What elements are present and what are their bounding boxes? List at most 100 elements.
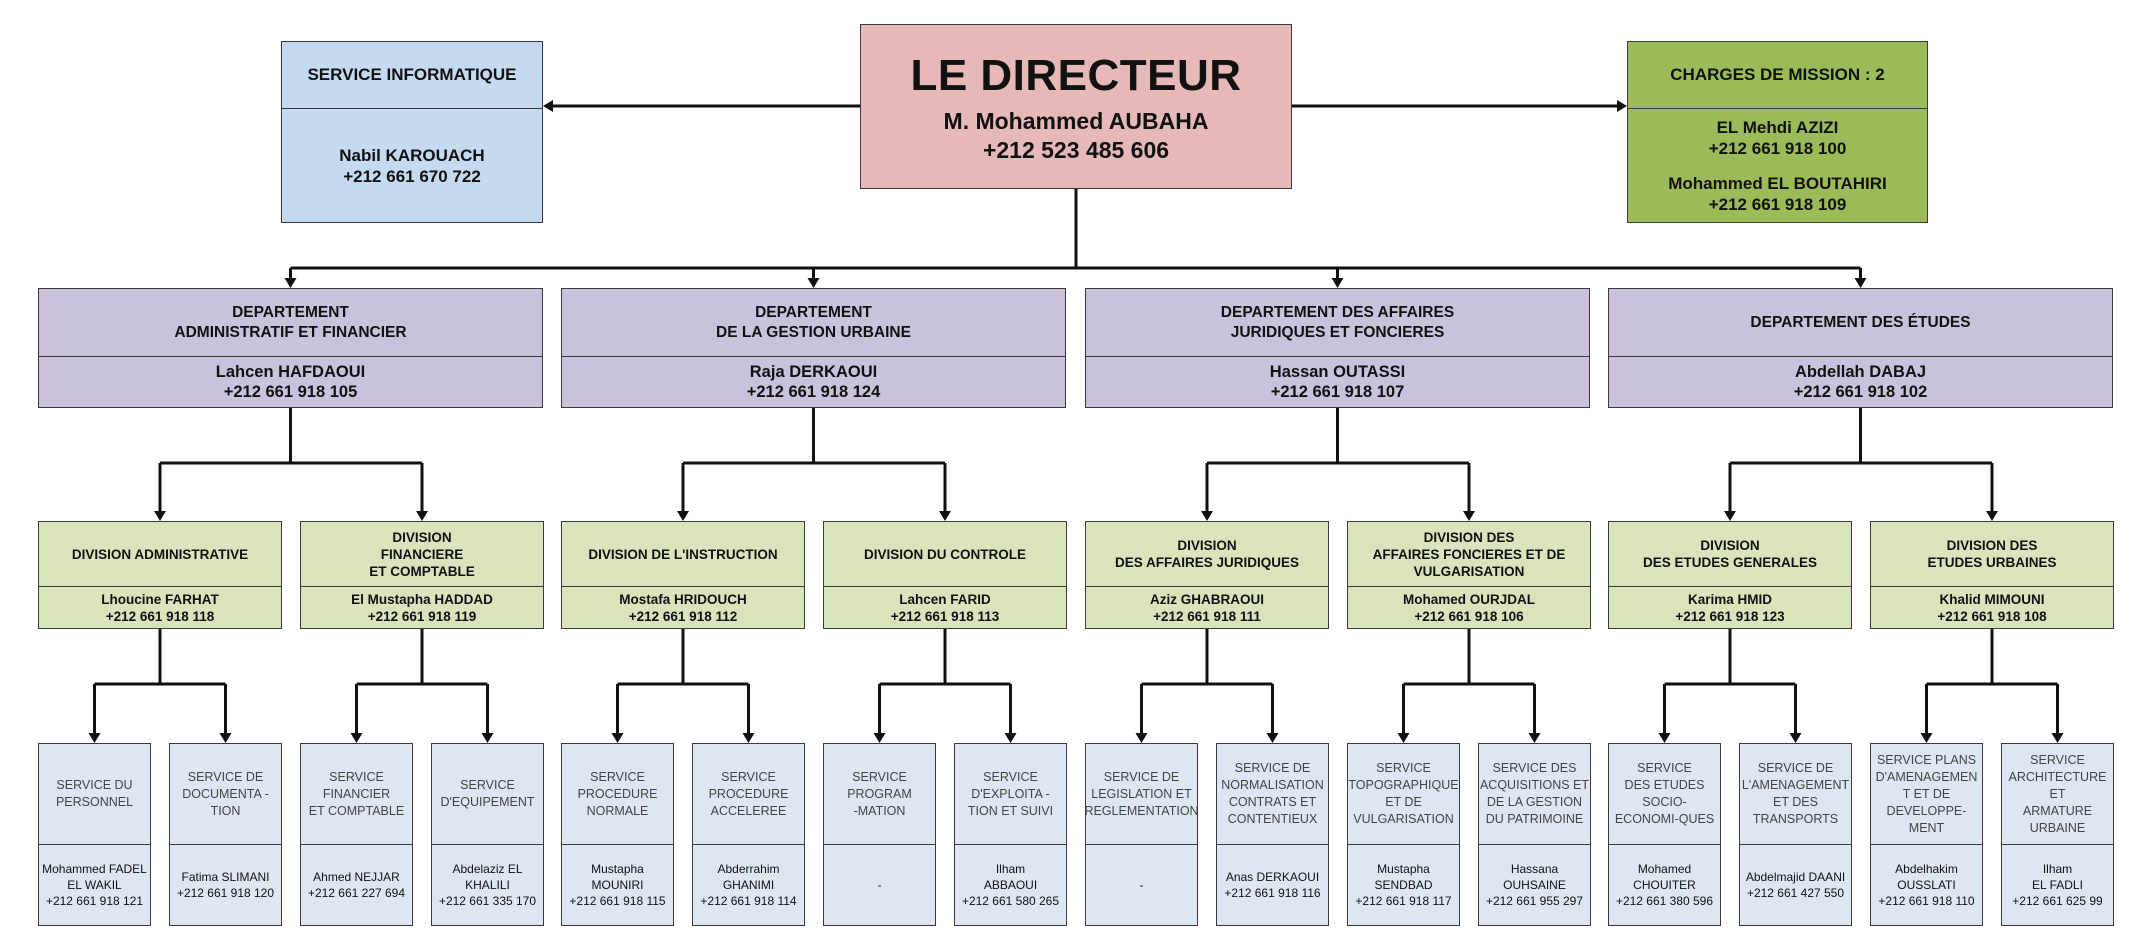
service-head-line: +212 661 380 596	[1615, 894, 1714, 908]
service-head-line: Mohammed FADEL	[42, 862, 147, 876]
service-title: ET DE	[1385, 795, 1422, 809]
missions-box: CHARGES DE MISSION : 2 EL Mehdi AZIZI +2…	[1627, 41, 1928, 223]
division-head-phone: +212 661 918 111	[1153, 608, 1261, 624]
mission-person-phone: +212 661 918 100	[1708, 138, 1847, 158]
division-title: DIVISION DES	[1946, 538, 2038, 553]
department-head-name: Raja DERKAOUI	[749, 363, 878, 381]
service-title: REGLEMENTATION	[1084, 803, 1199, 818]
service-head: Ahmed NEJJAR+212 661 227 694	[301, 844, 412, 925]
arrow-head-icon	[742, 733, 755, 743]
department-head: Hassan OUTASSI+212 661 918 107	[1086, 356, 1589, 407]
service-title: PERSONNEL	[55, 795, 134, 809]
arrow-head-icon	[611, 733, 624, 743]
director-name: M. Mohammed AUBAHA	[943, 107, 1209, 134]
service-title: ACCELEREE	[710, 803, 787, 818]
service-head-line: OUHSAINE	[1503, 878, 1566, 892]
service-title: L'AMENAGEMENT	[1741, 778, 1850, 792]
missions-title: CHARGES DE MISSION : 2	[1670, 65, 1885, 84]
department-title: JURIDIQUES ET FONCIERES	[1230, 323, 1445, 341]
arrow-head-icon	[1135, 733, 1148, 743]
division-title: DIVISION ADMINISTRATIVE	[71, 546, 249, 562]
service-title: PROCEDURE	[577, 786, 658, 801]
service-head-line: +212 661 625 99	[2012, 894, 2103, 908]
department-title: DEPARTEMENT	[755, 303, 872, 321]
it-service-name: Nabil KAROUACH	[339, 145, 485, 165]
division-head-phone: +212 661 918 113	[890, 608, 1000, 624]
service-title: SERVICE	[2030, 752, 2085, 767]
director-box: LE DIRECTEUR M. Mohammed AUBAHA +212 523…	[860, 24, 1292, 189]
arrow-head-icon	[939, 511, 951, 521]
arrow-head-icon	[1789, 733, 1802, 743]
service-title: DOCUMENTA -	[182, 786, 269, 801]
service-head-line: EL FADLI	[2032, 878, 2083, 892]
arrow-head-icon	[284, 278, 297, 288]
service-head-line: +212 661 918 116	[1224, 886, 1321, 900]
arrow-head-icon	[1331, 278, 1344, 288]
service-head-line: Ilham	[2042, 862, 2073, 876]
service-title: LEGISLATION ET	[1091, 786, 1192, 801]
service-title: SERVICE	[590, 769, 645, 784]
arrow-head-icon	[219, 733, 232, 743]
division-title: ETUDES URBAINES	[1927, 555, 2057, 570]
division-box: DIVISION DU CONTROLE Lahcen FARID+212 661…	[823, 521, 1067, 629]
service-head-line: +212 661 227 694	[307, 886, 406, 900]
service-head-line: +212 661 955 297	[1485, 894, 1584, 908]
division-head: Karima HMID+212 661 918 123	[1609, 586, 1851, 628]
arrow-head-icon	[1004, 733, 1017, 743]
division-head-phone: +212 661 918 108	[1937, 608, 2047, 624]
service-title: SERVICE	[721, 769, 776, 784]
service-header: SERVICE DE LEGISLATION ET REGLEMENTATION	[1084, 744, 1199, 844]
service-title: URBAINE	[2029, 820, 2086, 835]
division-head-name: Lahcen FARID	[899, 591, 991, 607]
service-title: SERVICE PLANS	[1876, 752, 1977, 767]
service-title: NORMALE	[586, 803, 649, 818]
division-head-phone: +212 661 918 123	[1675, 608, 1785, 624]
service-head-line: +212 661 918 115	[569, 894, 666, 908]
division-header: DIVISION DE L'INSTRUCTION	[562, 522, 804, 586]
service-title: VULGARISATION	[1353, 812, 1454, 826]
service-title: FINANCIER	[322, 786, 391, 801]
service-head-line: Ilham	[995, 862, 1026, 876]
department-title: DEPARTEMENT DES ÉTUDES	[1750, 313, 1971, 331]
service-title: DEVELOPPE-MENT	[1886, 803, 1967, 835]
arrow-head-icon	[1528, 733, 1541, 743]
service-header: SERVICE PROCEDURE NORMALE	[562, 744, 673, 844]
department-head-phone: +212 661 918 107	[1270, 383, 1405, 401]
division-title: DIVISION DU CONTROLE	[863, 546, 1026, 562]
service-title: DU PATRIMOINE	[1485, 812, 1584, 826]
service-head-line: Mohamed	[1637, 862, 1692, 876]
service-title: D'EXPLOITA -	[971, 786, 1050, 801]
arrow-head-icon	[1854, 278, 1867, 288]
service-head-line: EL WAKIL	[67, 878, 122, 892]
division-title: AFFAIRES FONCIERES ET DE	[1372, 546, 1566, 562]
service-title: SERVICE DE	[1103, 769, 1180, 784]
service-head-line: +212 661 918 120	[176, 886, 275, 900]
division-head-name: Mostafa HRIDOUCH	[619, 591, 747, 607]
service-title: SERVICE DE	[1234, 761, 1311, 775]
department-head-name: Abdellah DABAJ	[1794, 363, 1927, 381]
service-head-line: ABBAOUI	[983, 878, 1038, 892]
division-head: El Mustapha HADDAD+212 661 918 119	[301, 586, 543, 628]
division-head-phone: +212 661 918 106	[1414, 608, 1524, 624]
